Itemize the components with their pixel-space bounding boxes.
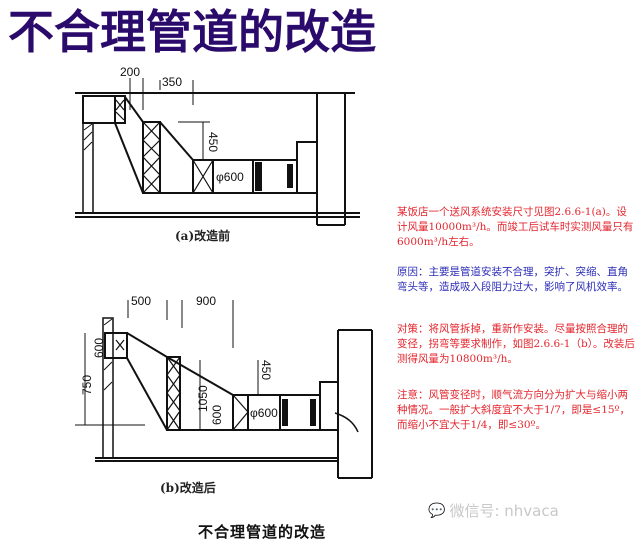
caption-a: (a)改造前 — [175, 228, 230, 243]
dim-a-200: 200 — [120, 65, 140, 79]
dim-b-600-duct: 600 — [210, 405, 224, 425]
dim-b-500: 500 — [131, 294, 151, 308]
diagram-a-before — [75, 78, 360, 226]
dim-a-450: 450 — [206, 132, 220, 152]
note-cause: 原因：主要是管道安装不合理，突扩、突缩、直角弯头等，造成吸入段阻力过大，影响了风… — [397, 266, 628, 293]
dim-a-350: 350 — [162, 75, 182, 89]
dim-b-900: 900 — [196, 294, 216, 308]
caption-b: (b)改造后 — [160, 480, 216, 495]
watermark-text: 微信号: nhvaca — [449, 502, 559, 520]
dim-b-600-inlet: 600 — [92, 338, 106, 358]
note-solution: 对策：将风管拆掉，重新作安装。尽量按照合理的变径，拐弯等要求制作，如图2.6.6… — [397, 323, 635, 365]
diagram-b-after — [75, 300, 373, 479]
dim-b-1050: 1050 — [196, 385, 210, 412]
watermark: 💬 微信号: nhvaca — [428, 500, 559, 521]
dim-b-duct: φ600 — [250, 406, 278, 420]
dim-a-duct: φ600 — [216, 170, 244, 184]
slide-title: 不合理管道的改造 — [8, 5, 376, 59]
dim-b-450: 450 — [259, 360, 273, 380]
wechat-icon: 💬 — [428, 502, 446, 519]
note-caution: 注意：风管变径时，顺气流方向分为扩大与缩小两种情况。一般扩大斜度宜不大于1/7，… — [397, 389, 630, 431]
note-problem: 某饭店一个送风系统安装尺寸见图2.6.6-1(a)。设计风量10000m³/h。… — [397, 206, 634, 248]
figure-title: 不合理管道的改造 — [198, 523, 327, 541]
dim-b-750: 750 — [80, 375, 94, 395]
